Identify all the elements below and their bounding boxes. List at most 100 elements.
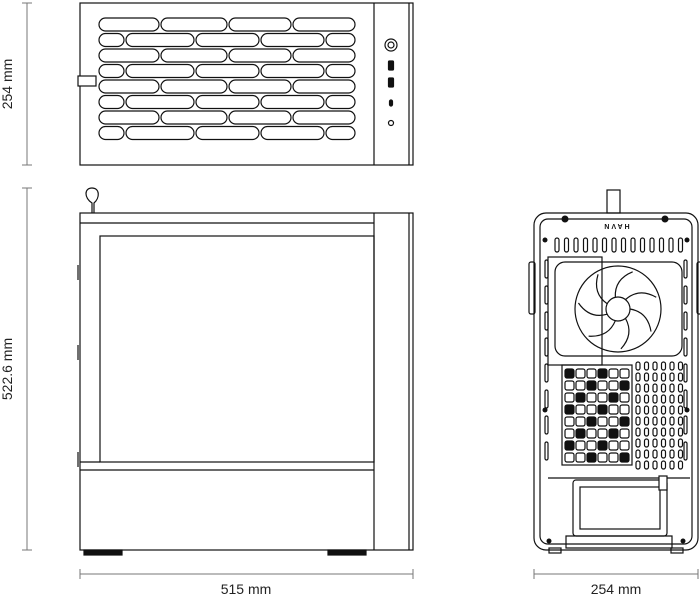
pci-vent [575, 368, 586, 379]
vent-slot [660, 438, 667, 448]
rear-vent-slots [544, 237, 688, 470]
usb-a-port-icon [387, 77, 395, 88]
top-view-handle [77, 75, 97, 87]
vent-slot [677, 460, 684, 470]
usb-a-port-icon [387, 60, 395, 71]
vent-slot [611, 237, 617, 253]
pci-vent [564, 452, 575, 463]
vent-slot [677, 438, 684, 448]
vent-slot [563, 237, 570, 253]
vent-slot [643, 449, 650, 459]
vent-slot [160, 17, 228, 32]
vent-slot [652, 394, 658, 404]
vent-slot [677, 237, 684, 253]
pci-vent [597, 368, 608, 379]
vent-slot [669, 405, 675, 415]
pci-vent [586, 368, 597, 379]
vent-slot [658, 237, 665, 253]
pci-vent [608, 392, 619, 403]
top-view [77, 2, 414, 166]
psu-connector [658, 475, 668, 491]
vent-slot [652, 405, 658, 415]
vent-slot [652, 372, 658, 382]
pci-vent [586, 428, 597, 439]
pci-vent [586, 416, 597, 427]
vent-slot [260, 125, 325, 141]
pci-vent [597, 416, 608, 427]
usb-c-port-icon [388, 99, 394, 107]
pci-vent [619, 392, 630, 403]
vent-slot [652, 383, 658, 393]
vent-slot [160, 110, 228, 125]
foot [83, 549, 123, 556]
pci-vent [597, 404, 608, 415]
vent-slot [683, 337, 688, 357]
vent-slot [660, 372, 667, 382]
vent-slot [325, 32, 356, 48]
vent-slot [683, 311, 688, 331]
pci-slot-area [561, 364, 633, 466]
pci-vent [564, 416, 575, 427]
vent-slot [677, 361, 684, 371]
dim-label-width: 254 mm [591, 581, 642, 597]
vent-slot [683, 259, 688, 279]
pci-vent [575, 428, 586, 439]
pci-vent [597, 380, 608, 391]
vent-slot [668, 237, 674, 253]
pci-vent [597, 440, 608, 451]
vent-slot [677, 383, 684, 393]
vent-slot [228, 17, 292, 32]
vent-slot [98, 110, 160, 125]
vent-slot [669, 460, 675, 470]
pci-vent [619, 440, 630, 451]
vent-slot [639, 237, 646, 253]
foot [548, 547, 562, 554]
vent-slot [635, 460, 641, 470]
pci-vent [564, 368, 575, 379]
vent-slot [649, 237, 655, 253]
vent-slot [582, 237, 589, 253]
vent-slot [683, 415, 688, 435]
screw-holes [542, 215, 690, 544]
top-view-body [79, 2, 414, 166]
pci-vent [564, 428, 575, 439]
pci-vent [619, 428, 630, 439]
vent-slot [635, 405, 641, 415]
pci-vent [597, 428, 608, 439]
vent-slot [292, 110, 356, 125]
pci-vent [608, 440, 619, 451]
vent-slot [643, 427, 650, 437]
vent-slot [260, 63, 325, 79]
vent-slot [125, 125, 195, 141]
pci-vent [586, 404, 597, 415]
pci-slot-covers [564, 368, 630, 463]
vent-slot [292, 48, 356, 63]
vent-slot [195, 94, 260, 110]
pci-vent [597, 392, 608, 403]
vent-slot [669, 427, 675, 437]
foot [670, 547, 684, 554]
carry-handle-loop [85, 187, 99, 213]
fan-icon [574, 265, 662, 353]
vent-slot [643, 460, 650, 470]
pci-vent [608, 368, 619, 379]
vent-slot [652, 460, 658, 470]
pci-vent [608, 416, 619, 427]
vent-slot [635, 427, 641, 437]
vent-slot [544, 363, 549, 383]
glass-side-panel [99, 235, 375, 463]
vent-slot [292, 79, 356, 94]
pci-vent [619, 452, 630, 463]
vent-slot [98, 94, 125, 110]
pci-vent [608, 452, 619, 463]
vent-slot [195, 125, 260, 141]
vent-slot [669, 372, 675, 382]
vent-slot [635, 383, 641, 393]
vent-slot [292, 17, 356, 32]
vent-slot [635, 438, 641, 448]
vent-slot [554, 237, 560, 253]
vent-slot [260, 94, 325, 110]
vent-slot [660, 361, 667, 371]
dim-label-top-depth: 254 mm [0, 59, 15, 110]
